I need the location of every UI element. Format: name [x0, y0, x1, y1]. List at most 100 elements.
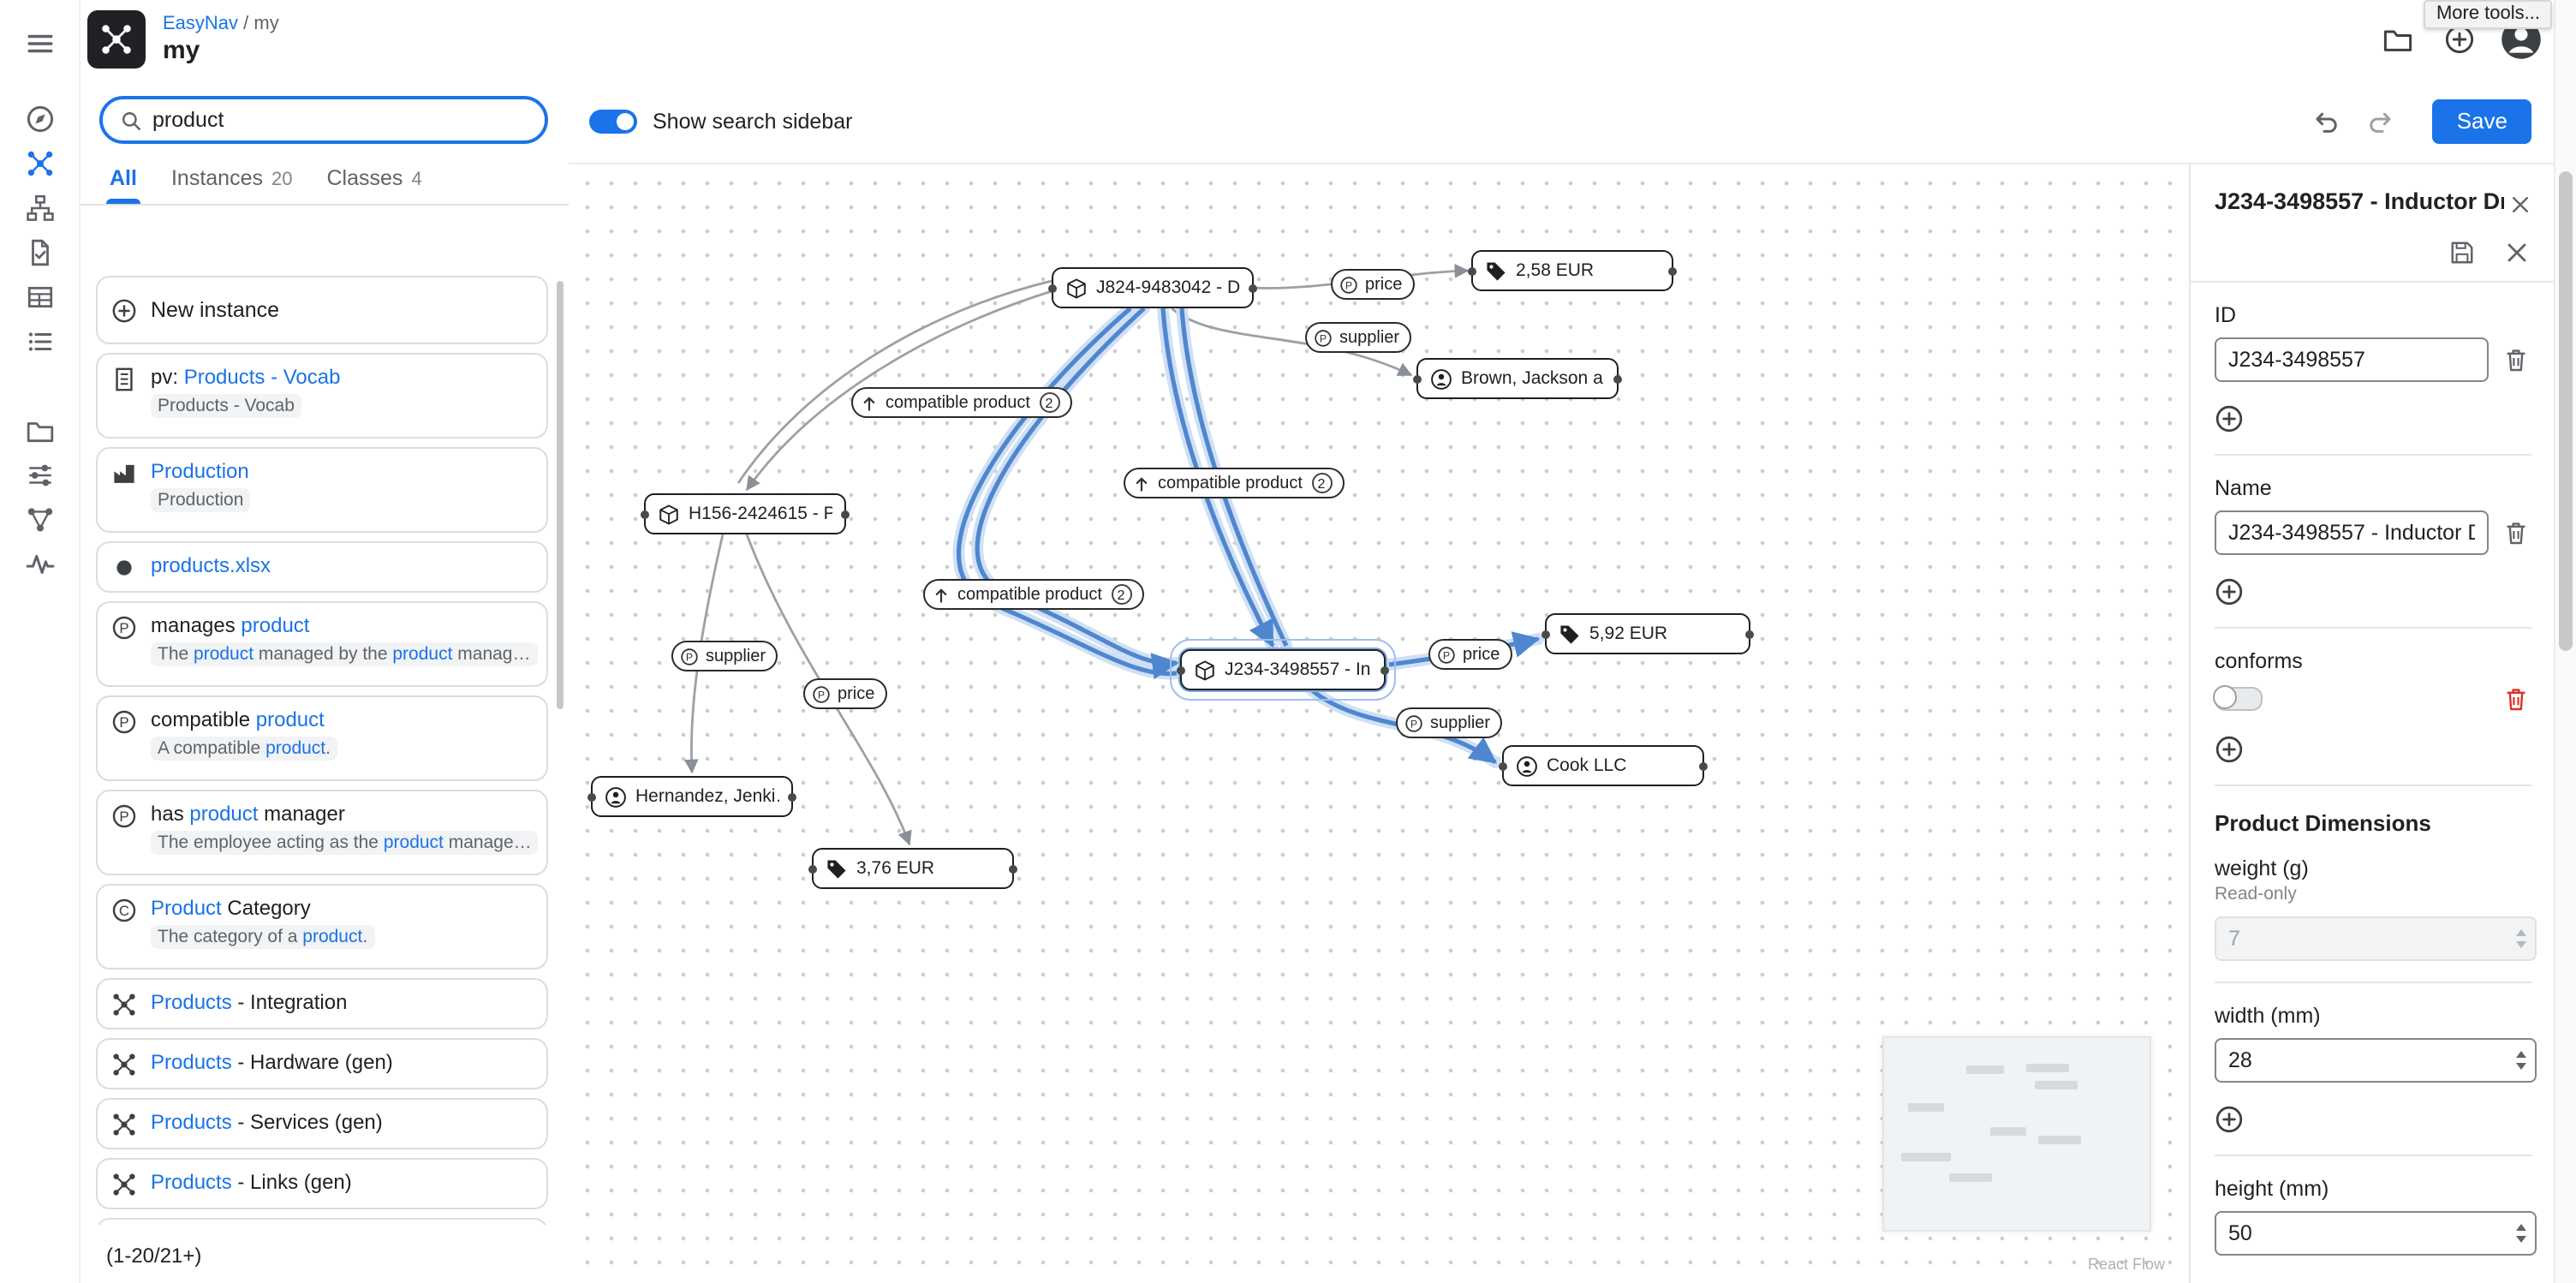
- redo-button[interactable]: [2361, 100, 2402, 141]
- rail-item-tables[interactable]: [0, 274, 79, 319]
- menu-button[interactable]: [0, 21, 79, 65]
- search-result-item[interactable]: Products - Services (gen): [96, 1098, 548, 1149]
- close-inspector-button[interactable]: [2504, 188, 2535, 219]
- window-scrollbar[interactable]: [2554, 0, 2576, 1283]
- search-result-item[interactable]: manages product The product managed by t…: [96, 601, 548, 687]
- discard-entity-button[interactable]: [2501, 236, 2531, 267]
- number-spinner[interactable]: [2516, 1224, 2526, 1243]
- app-logo[interactable]: [87, 10, 146, 69]
- edge-label-chip[interactable]: compatible product 2: [923, 579, 1143, 610]
- number-spinner[interactable]: [2516, 1051, 2526, 1070]
- graph-edge[interactable]: [736, 279, 1052, 484]
- edge-label-chip[interactable]: compatible product 2: [1124, 468, 1344, 498]
- weight-input: [2215, 916, 2537, 961]
- add-name-value-button[interactable]: [2215, 576, 2245, 606]
- edge-label-chip[interactable]: supplier: [671, 641, 778, 671]
- graph-node[interactable]: J234-3498557 - In…: [1170, 639, 1396, 701]
- result-title: manages product: [151, 613, 310, 637]
- rail-item-hierarchy[interactable]: [0, 185, 79, 230]
- search-input[interactable]: [152, 108, 528, 132]
- delete-name-button[interactable]: [2502, 518, 2531, 547]
- id-field-label: ID: [2215, 303, 2236, 327]
- graph-canvas[interactable]: price supplier compatible product 2: [569, 164, 2189, 1283]
- search-result-item[interactable]: Products - Org Structure (gen): [96, 1218, 548, 1225]
- delete-conforms-button[interactable]: [2502, 683, 2531, 713]
- compass-icon: [25, 104, 54, 133]
- search-result-item[interactable]: has product manager The employee acting …: [96, 790, 548, 875]
- rail-item-files[interactable]: [0, 408, 79, 452]
- close-icon: [2503, 239, 2529, 265]
- edge-label: supplier: [1430, 713, 1491, 732]
- search-icon: [120, 109, 142, 131]
- edge-label-chip[interactable]: price: [1428, 639, 1512, 670]
- new-instance-button[interactable]: New instance: [96, 276, 548, 344]
- save-button[interactable]: Save: [2432, 98, 2531, 143]
- search-tab[interactable]: All: [92, 154, 154, 204]
- result-subtitle: A compatible product.: [151, 737, 337, 761]
- logo-network-icon: [99, 22, 134, 57]
- minimap[interactable]: [1882, 1036, 2151, 1232]
- property-icon: [1339, 275, 1358, 294]
- breadcrumb[interactable]: EasyNav / my: [163, 14, 279, 34]
- graph-node[interactable]: 5,92 EUR: [1541, 613, 1754, 654]
- graph-node[interactable]: H156-2424615 - P…: [641, 493, 850, 534]
- react-flow-attribution[interactable]: React Flow: [2087, 1256, 2165, 1273]
- search-result-item[interactable]: compatible product A compatible product.: [96, 695, 548, 781]
- search-result-item[interactable]: Products - Hardware (gen): [96, 1038, 548, 1089]
- edge-label-chip[interactable]: supplier: [1305, 322, 1412, 353]
- edge-label-chip[interactable]: supplier: [1396, 707, 1503, 738]
- add-conforms-value-button[interactable]: [2215, 733, 2245, 764]
- search-result-item[interactable]: Products - Integration: [96, 978, 548, 1029]
- graph-edge[interactable]: [1171, 307, 1413, 377]
- graph-node[interactable]: 3,76 EUR: [808, 848, 1017, 889]
- rail-item-settings[interactable]: [0, 452, 79, 497]
- save-entity-button[interactable]: [2446, 236, 2477, 267]
- conforms-field-label: conforms: [2215, 649, 2303, 673]
- search-result-item[interactable]: Products - Links (gen): [96, 1158, 548, 1209]
- result-title: pv: Products - Vocab: [151, 365, 341, 389]
- graph-node[interactable]: Cook LLC: [1499, 745, 1708, 786]
- width-input[interactable]: [2215, 1038, 2537, 1083]
- list-scrollbar[interactable]: [557, 281, 564, 709]
- conforms-toggle[interactable]: [2213, 684, 2263, 710]
- undo-icon: [2313, 107, 2340, 134]
- search-result-item[interactable]: pv: Products - Vocab Products - Vocab: [96, 353, 548, 439]
- search-sidebar-toggle[interactable]: [589, 109, 637, 133]
- rail-item-activity[interactable]: [0, 541, 79, 586]
- network-icon: [111, 1172, 137, 1197]
- delete-id-button[interactable]: [2502, 345, 2531, 374]
- search-result-item[interactable]: Production Production: [96, 447, 548, 533]
- more-tools-tooltip: More tools...: [2424, 0, 2552, 29]
- files-button[interactable]: [2374, 15, 2422, 63]
- add-id-value-button[interactable]: [2215, 403, 2245, 433]
- rail-item-graph[interactable]: [0, 140, 79, 185]
- graph-node[interactable]: J824-9483042 - Di…: [1048, 267, 1257, 308]
- person-icon: [1430, 367, 1452, 390]
- undo-button[interactable]: [2306, 100, 2347, 141]
- edge-label-chip[interactable]: compatible product 2: [851, 387, 1071, 418]
- id-input[interactable]: [2215, 337, 2489, 382]
- document-list-icon: [25, 326, 54, 355]
- rail-item-explore[interactable]: [0, 96, 79, 140]
- graph-node[interactable]: Hernandez, Jenki…: [587, 776, 796, 817]
- edge-label: compatible product: [1158, 474, 1303, 492]
- result-subtitle: The category of a product.: [151, 925, 375, 949]
- rail-item-validation[interactable]: [0, 230, 79, 274]
- add-width-value-button[interactable]: [2215, 1103, 2245, 1134]
- height-input[interactable]: [2215, 1211, 2537, 1256]
- search-result-item[interactable]: products.xlsx: [96, 541, 548, 593]
- graph-node[interactable]: Brown, Jackson a…: [1413, 358, 1622, 399]
- edge-label-chip[interactable]: price: [1331, 269, 1415, 300]
- rail-item-model[interactable]: [0, 497, 79, 541]
- graph-edge[interactable]: [745, 289, 1052, 492]
- toggle-label: Show search sidebar: [653, 109, 853, 133]
- name-field-label: Name: [2215, 476, 2272, 500]
- plus-circle-icon: [111, 298, 137, 324]
- search-result-item[interactable]: Product Category The category of a produ…: [96, 884, 548, 970]
- rail-item-reports[interactable]: [0, 319, 79, 363]
- edge-label-chip[interactable]: price: [803, 678, 887, 709]
- graph-node[interactable]: 2,58 EUR: [1468, 250, 1677, 291]
- name-input[interactable]: [2215, 510, 2489, 555]
